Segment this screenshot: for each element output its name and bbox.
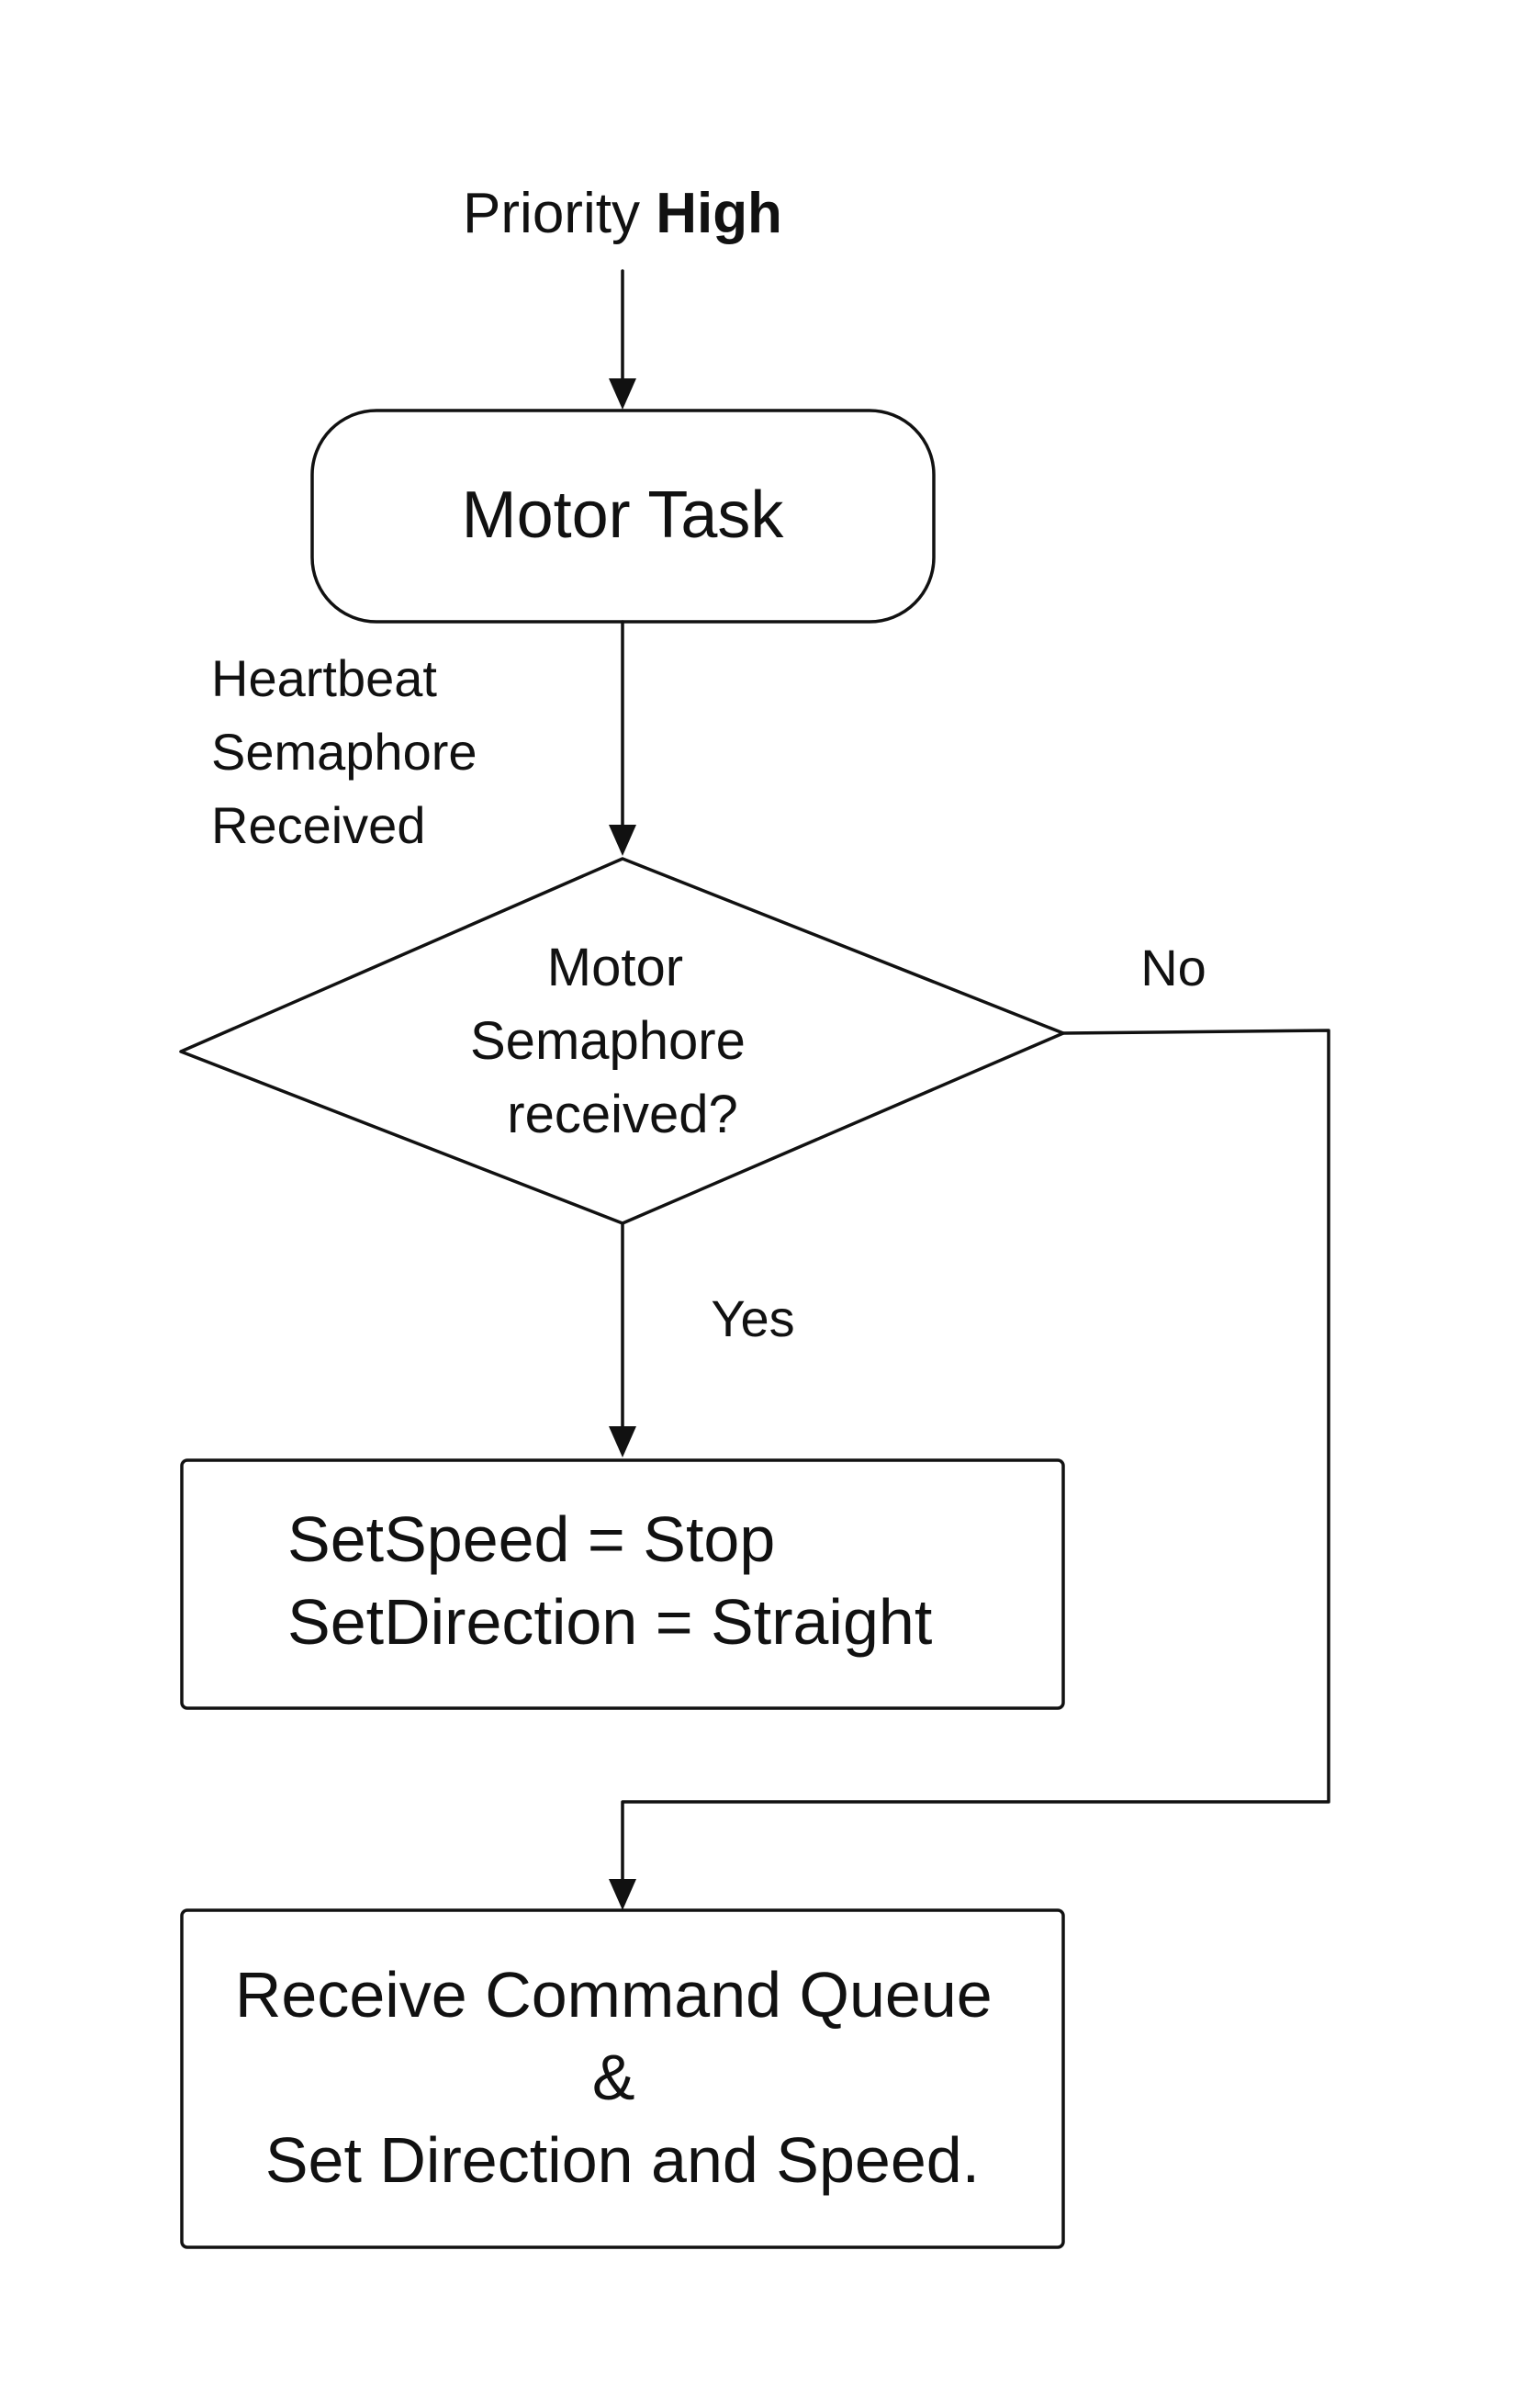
receive-command-line-3: Set Direction and Speed. — [265, 2124, 980, 2196]
decision-line-1: Motor — [547, 938, 683, 997]
set-speed-line: SetSpeed = Stop — [287, 1503, 775, 1575]
set-direction-line: SetDirection = Straight — [287, 1586, 932, 1658]
heartbeat-line-2: Semaphore — [211, 723, 477, 781]
priority-title: Priority High — [463, 182, 782, 245]
receive-command-line-1: Receive Command Queue — [235, 1959, 993, 2031]
decision-label: Motor Semaphore received? — [470, 938, 760, 1144]
heartbeat-line-3: Received — [211, 796, 425, 854]
priority-level: High — [656, 182, 782, 245]
receive-command-process-box: Receive Command Queue & Set Direction an… — [180, 1908, 1065, 2249]
motor-task-terminal: Motor Task — [310, 409, 936, 624]
arrow-motor-task-to-decision — [609, 620, 636, 856]
decision-line-3: received? — [507, 1085, 737, 1144]
decision-line-2: Semaphore — [470, 1011, 746, 1071]
arrow-title-to-motor-task — [609, 269, 636, 410]
motor-semaphore-decision: Motor Semaphore received? — [179, 857, 1065, 1225]
no-branch-label: No — [1140, 939, 1206, 996]
set-stop-process-box: SetSpeed = Stop SetDirection = Straight — [180, 1458, 1065, 1710]
motor-task-label: Motor Task — [462, 478, 785, 552]
heartbeat-semaphore-label: Heartbeat Semaphore Received — [211, 649, 491, 854]
arrow-no-branch — [609, 1029, 1330, 1910]
priority-prefix: Priority — [463, 182, 640, 245]
receive-command-line-2: & — [592, 2042, 635, 2113]
heartbeat-line-1: Heartbeat — [211, 649, 437, 707]
set-stop-text: SetSpeed = Stop SetDirection = Straight — [287, 1503, 932, 1658]
yes-branch-label: Yes — [711, 1289, 794, 1347]
arrow-yes-branch — [609, 1221, 636, 1457]
receive-command-text: Receive Command Queue & Set Direction an… — [235, 1959, 1010, 2196]
